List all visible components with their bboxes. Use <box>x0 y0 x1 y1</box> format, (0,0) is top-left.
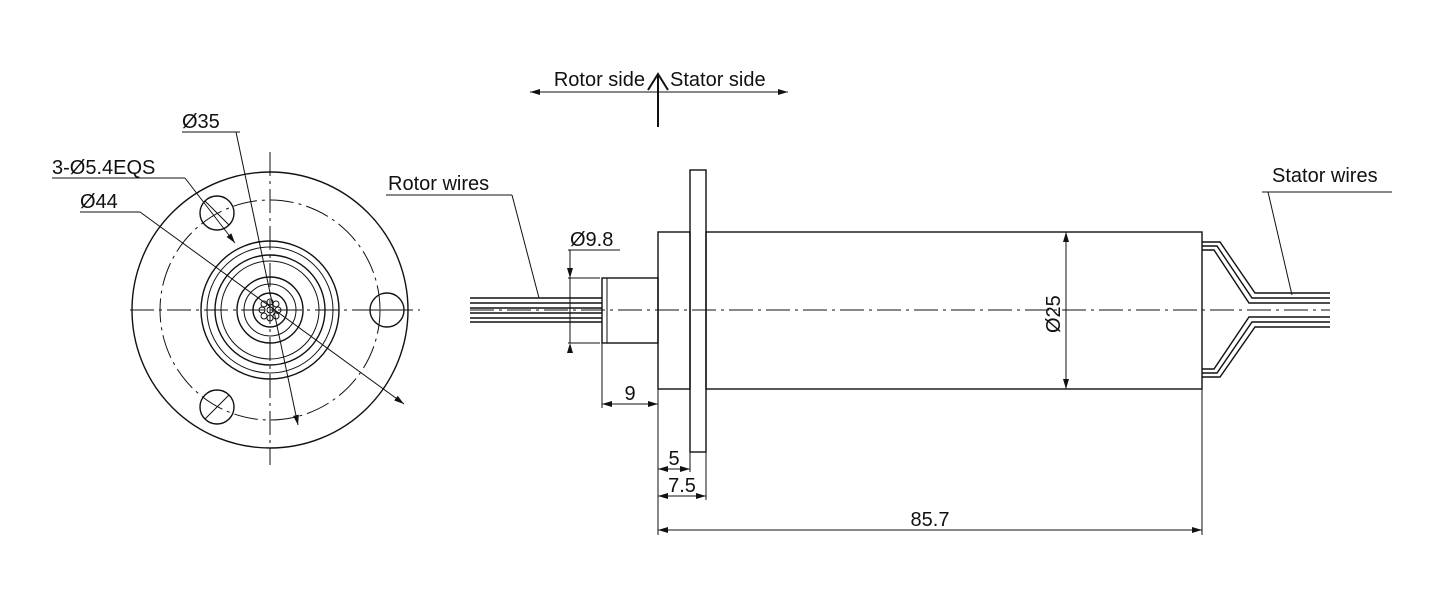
rotor-side-label: Rotor side <box>554 69 645 91</box>
rotor-wires-bundle <box>470 297 602 323</box>
dim857-label: 85.7 <box>911 509 950 531</box>
end-view: Ø35 3-Ø5.4EQS Ø44 <box>52 111 420 465</box>
stator-wires-bundle <box>1202 241 1330 378</box>
dim9-label: 9 <box>624 383 635 405</box>
mounting-hole-1 <box>199 195 235 231</box>
shaft-ring-inner <box>243 283 297 337</box>
rotor-wires-label: Rotor wires <box>388 173 489 195</box>
body-ring-outer <box>200 240 340 380</box>
dia25-label: Ø25 <box>1043 295 1065 333</box>
up-arrow-head <box>647 72 669 91</box>
slip-ring-body <box>705 231 1203 390</box>
stator-side-arrowhead <box>778 89 788 95</box>
holes-label: 3-Ø5.4EQS <box>52 157 155 179</box>
direction-indicator: Rotor side Stator side <box>530 69 788 127</box>
dim75-label: 7.5 <box>668 475 696 497</box>
body-ring-4 <box>220 260 320 360</box>
body-ring-2 <box>206 246 334 374</box>
body-ring-3 <box>214 254 326 366</box>
flange-outline <box>131 171 409 449</box>
shaft-ring <box>236 276 304 344</box>
mounting-hole-2 <box>369 292 405 328</box>
dia35-label: Ø35 <box>182 111 220 133</box>
dia44-leader <box>139 211 405 405</box>
dia98-arrow-bottom <box>567 343 573 353</box>
hole-3-cross-a <box>204 394 230 420</box>
dia44-label: Ø44 <box>80 191 118 213</box>
dim5-label: 5 <box>668 448 679 470</box>
stator-wires-label: Stator wires <box>1272 165 1378 187</box>
dia35-leader <box>235 131 299 426</box>
dia98-label: Ø9.8 <box>570 229 613 251</box>
rotor-wires-leader <box>511 194 540 299</box>
hole-1-cross-a <box>204 200 230 226</box>
mounting-hole-3 <box>199 389 235 425</box>
stator-side-label: Stator side <box>670 69 766 91</box>
side-view: Rotor wires Stator wires Ø9.8 Ø25 9 5 7.… <box>386 165 1392 535</box>
rotor-side-arrowhead <box>530 89 540 95</box>
mounting-flange <box>689 169 707 453</box>
dia98-arrow-top <box>567 268 573 278</box>
holes-leader <box>184 177 236 244</box>
stator-wires-leader <box>1267 191 1293 296</box>
